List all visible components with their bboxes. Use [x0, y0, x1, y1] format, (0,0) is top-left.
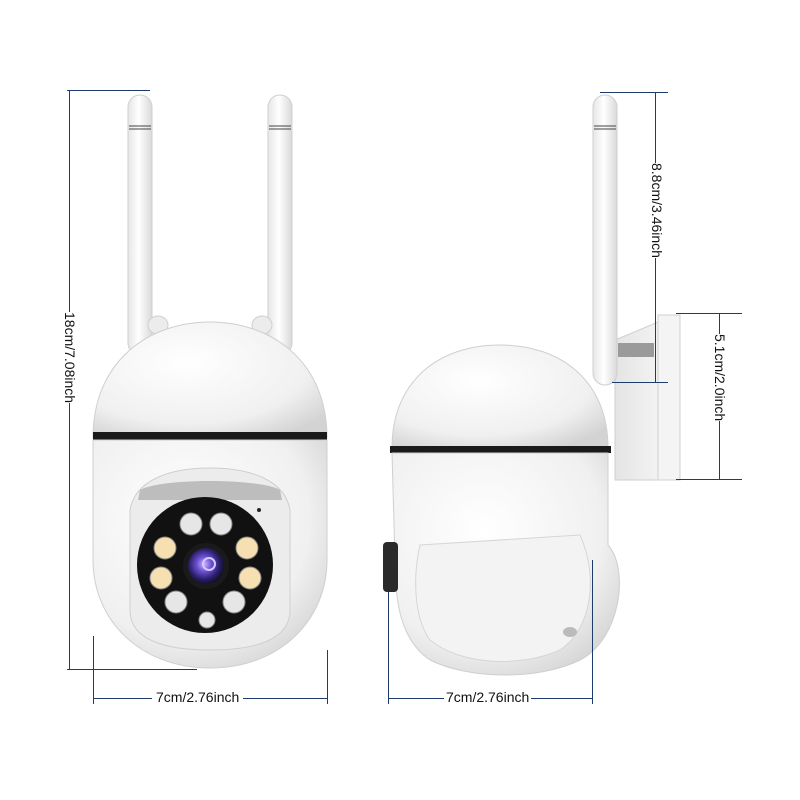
antenna-dim-line-top — [600, 92, 668, 93]
antenna-left-icon — [127, 94, 153, 356]
side-lens-icon — [383, 542, 398, 592]
height-dimension-label: 18cm/7.08inch — [62, 312, 78, 404]
mount-dim-line-top — [676, 313, 742, 314]
mount-dim-line-bottom — [676, 479, 742, 480]
indicator-dot-icon — [257, 508, 261, 512]
camera-lens-icon — [183, 543, 229, 589]
mount-dimension-label: 5.1cm/2.0inch — [712, 334, 728, 422]
side-view-camera — [383, 94, 681, 676]
side-width-dim-tick-right — [592, 560, 593, 704]
warm-led-icons — [149, 536, 262, 590]
antenna-dim-line-bottom — [612, 382, 668, 383]
antenna-dimension-label: 8.8cm/3.46inch — [649, 163, 665, 258]
front-width-dim-tick-right — [327, 650, 328, 704]
front-width-dimension-label: 7cm/2.76inch — [152, 689, 244, 705]
side-width-dim-tick-left — [388, 592, 389, 704]
antenna-right-icon — [267, 94, 293, 356]
height-dim-line-top — [67, 90, 150, 91]
wall-mount-icon — [614, 314, 681, 481]
antenna-side-icon — [592, 94, 654, 386]
front-width-dim-tick-left — [93, 636, 94, 704]
ir-led-icons — [164, 512, 246, 629]
front-view-camera — [92, 94, 328, 669]
side-width-dimension-label: 7cm/2.76inch — [444, 689, 532, 705]
height-dim-line-bottom — [67, 669, 197, 670]
